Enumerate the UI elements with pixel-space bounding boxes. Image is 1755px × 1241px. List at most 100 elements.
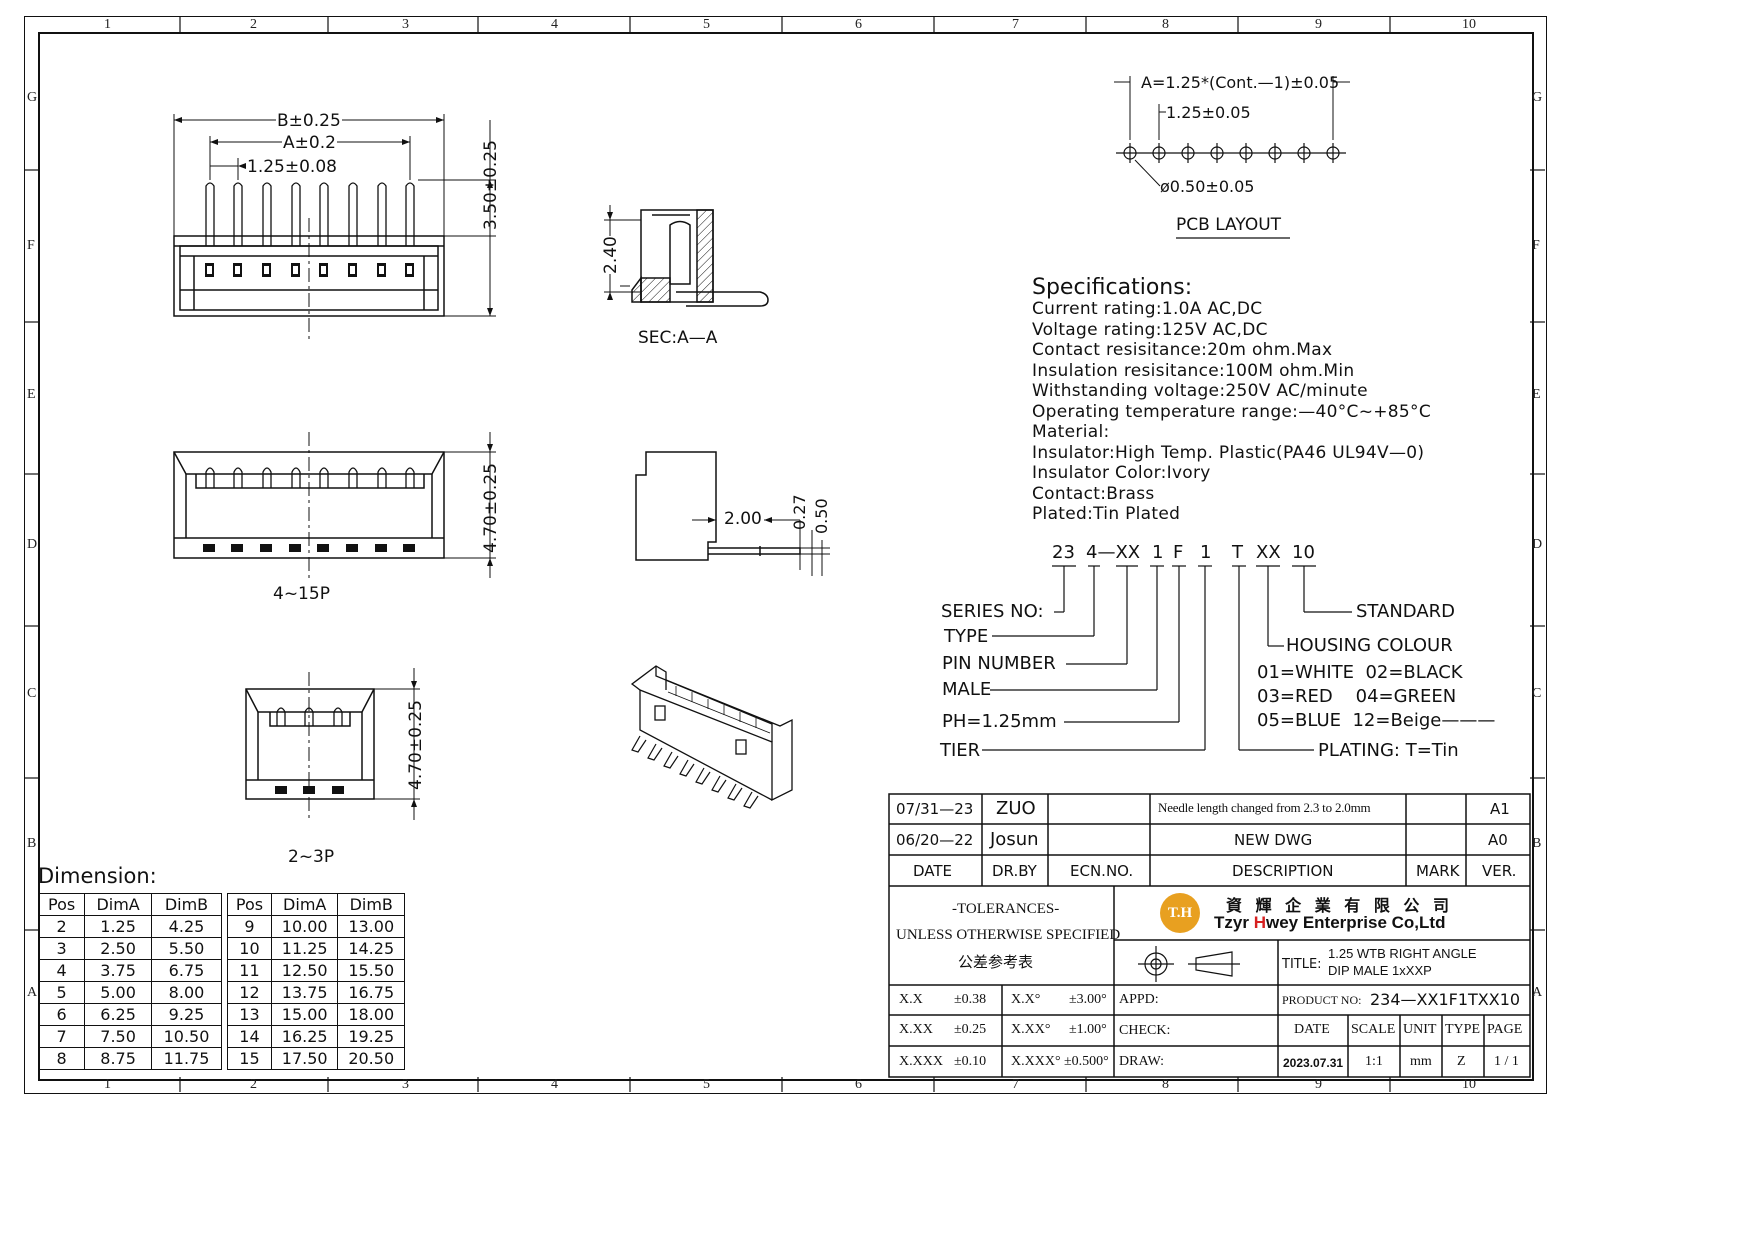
code-label-standard: STANDARD (1356, 601, 1456, 622)
code-label-male: MALE (942, 679, 992, 700)
spec-line: Contact resisitance:20m ohm.Max (1032, 340, 1333, 360)
type-label: TYPE (1445, 1022, 1480, 1037)
cell-dima: 6.25 (84, 1003, 152, 1026)
cell-dimb: 18.00 (337, 1003, 405, 1026)
code-segment: 10 (1292, 542, 1315, 563)
cell-dima: 3.75 (84, 959, 152, 982)
revision-header-date: DATE (913, 862, 953, 880)
company-name-part: Tzyr (1214, 913, 1254, 932)
drawing-page: 1 / 1 (1494, 1054, 1519, 1069)
top-view-dim-b: B±0.25 (276, 111, 342, 131)
drawing-type: Z (1457, 1054, 1466, 1069)
product-no-label: PRODUCT NO: (1282, 993, 1362, 1007)
side-dim-050: 0.50 (812, 498, 831, 534)
code-label-pitch: PH=1.25mm (942, 711, 1057, 732)
title-line-1: 1.25 WTB RIGHT ANGLE (1328, 946, 1477, 961)
product-no: 234—XX1F1TXX10 (1370, 990, 1521, 1009)
zone-col-bottom: 7 (1012, 1077, 1019, 1092)
tol-xx-val: ±0.25 (954, 1022, 987, 1037)
tol-x: X.X (899, 992, 923, 1007)
cell-pos: 3 (37, 937, 86, 960)
zone-col-bottom: 6 (855, 1077, 862, 1092)
zone-row-right: G (1532, 90, 1543, 105)
colour-option: 05=BLUE 12=Beige——— (1257, 710, 1496, 731)
spec-line: Current rating:1.0A AC,DC (1032, 299, 1263, 319)
zone-col-top: 10 (1462, 17, 1476, 32)
cell-pos: 8 (37, 1047, 86, 1070)
code-segment: XX (1256, 542, 1281, 563)
company-name-cn: 資 輝 企 業 有 限 公 司 (1226, 896, 1453, 915)
zone-col-bottom: 5 (703, 1077, 710, 1092)
zone-row-left: E (27, 387, 36, 402)
cell-dima: 12.50 (270, 959, 339, 982)
header-pos: Pos (227, 893, 272, 916)
cell-dimb: 15.50 (337, 959, 405, 982)
zone-row-right: A (1532, 985, 1543, 1000)
zone-col-bottom: 4 (551, 1077, 558, 1092)
spec-line: Insulator:High Temp. Plastic(PA46 UL94V—… (1032, 442, 1425, 463)
top-view-connector (173, 114, 496, 340)
cell-dima: 5.00 (84, 981, 152, 1004)
section-dim-240: 2.40 (601, 236, 621, 274)
revision-desc: Needle length changed from 2.3 to 2.0mm (1158, 800, 1371, 815)
mechanical-drawing (24, 16, 1545, 1092)
revision-header-by: DR.BY (992, 862, 1037, 880)
drawing-border-inner (38, 32, 1534, 1081)
cell-dima: 15.00 (270, 1003, 339, 1026)
code-segment: 23 (1052, 542, 1075, 563)
projection-symbol-icon (1138, 946, 1240, 982)
zone-col-top: 8 (1162, 17, 1169, 32)
spec-line: Withstanding voltage:250V AC/minute (1032, 381, 1368, 401)
code-label-plating: PLATING: T=Tin (1318, 740, 1459, 761)
code-segment: 1 (1200, 542, 1212, 563)
colour-option: 03=RED 04=GREEN (1257, 686, 1457, 707)
date-label: DATE (1294, 1022, 1330, 1037)
zone-row-right: C (1532, 686, 1542, 701)
drawing-unit: mm (1410, 1054, 1432, 1069)
revision-date: 07/31—23 (896, 800, 974, 818)
revision-desc: NEW DWG (1234, 831, 1313, 849)
zone-col-top: 4 (551, 17, 558, 32)
cell-pos: 6 (37, 1003, 86, 1026)
cell-dima: 13.75 (270, 981, 339, 1004)
zone-col-top: 9 (1315, 17, 1322, 32)
code-segment: T (1232, 542, 1243, 563)
cell-dima: 7.50 (84, 1025, 152, 1048)
revision-header-desc: DESCRIPTION (1232, 862, 1334, 880)
cell-dimb: 6.75 (150, 959, 223, 982)
cell-pos: 2 (37, 915, 86, 938)
tol-xxx-val: ±0.10 (954, 1054, 987, 1069)
specs-list: Current rating:1.0A AC,DC Voltage rating… (1032, 299, 1431, 525)
check-label: CHECK: (1119, 1023, 1171, 1038)
part-code-leaders (982, 565, 1352, 751)
cell-dimb: 4.25 (150, 915, 223, 938)
zone-col-bottom: 2 (250, 1077, 257, 1092)
tolerances-title: -TOLERANCES- (952, 901, 1060, 917)
tol-xx-angle-val: ±1.00° (1069, 1022, 1107, 1037)
small-view-height: 4.70±0.25 (406, 700, 426, 790)
cell-pos: 15 (227, 1047, 272, 1070)
zone-col-bottom: 1 (104, 1077, 111, 1092)
cell-dimb: 5.50 (150, 937, 223, 960)
cell-dimb: 10.50 (150, 1025, 223, 1048)
cell-dimb: 8.00 (150, 981, 223, 1004)
side-dim-027: 0.27 (790, 494, 809, 530)
revision-header-ver: VER. (1482, 862, 1517, 880)
revision-header-mark: MARK (1416, 862, 1460, 880)
zone-col-bottom: 9 (1315, 1077, 1322, 1092)
title-line-2: DIP MALE 1xXXP (1328, 963, 1432, 978)
zone-row-left: F (27, 238, 35, 253)
cell-pos: 5 (37, 981, 86, 1004)
zone-col-top: 7 (1012, 17, 1019, 32)
header-pos: Pos (37, 893, 86, 916)
cell-pos: 14 (227, 1025, 272, 1048)
zone-col-top: 1 (104, 17, 111, 32)
pcb-layout (1114, 76, 1350, 239)
